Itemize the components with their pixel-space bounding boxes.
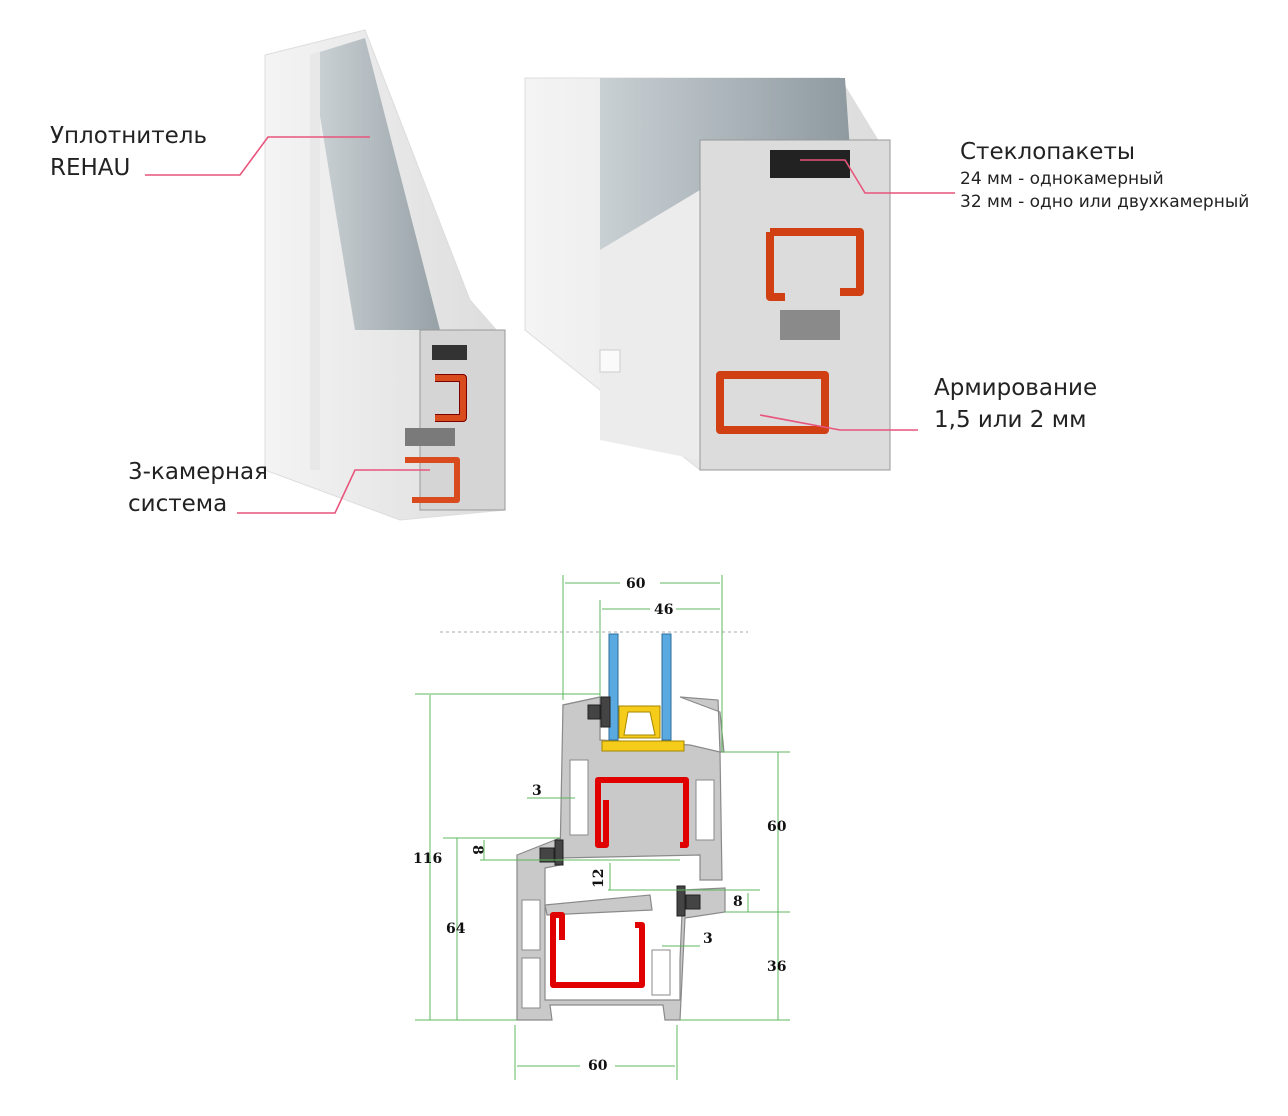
dimension-lines xyxy=(415,575,790,1080)
seal-leader xyxy=(145,136,370,176)
dim-overlap-right: 8 xyxy=(733,894,743,910)
reinforcement-callout: Армирование 1,5 или 2 мм xyxy=(934,372,1097,436)
dim-wall-right: 3 xyxy=(703,931,713,947)
seal-callout: Уплотнитель REHAU xyxy=(50,120,207,184)
dim-bottom-width: 60 xyxy=(588,1058,608,1074)
dim-total-height: 116 xyxy=(413,851,442,867)
glazing-leader xyxy=(800,159,955,194)
reinforcement-leader xyxy=(759,414,918,431)
dim-top-width: 60 xyxy=(626,576,646,592)
glazing-callout-line1: 24 мм - однокамерный xyxy=(960,169,1164,189)
chambers-leader xyxy=(237,469,430,514)
chambers-callout-line2: система xyxy=(128,491,228,517)
glazing-callout: Стеклопакеты 24 мм - однокамерный 32 мм … xyxy=(960,136,1249,214)
right-window-photo xyxy=(524,77,891,471)
dim-gap: 12 xyxy=(591,869,607,888)
seal-callout-line1: Уплотнитель xyxy=(50,123,208,149)
glazing-callout-title: Стеклопакеты xyxy=(960,139,1136,165)
dim-wall-left: 3 xyxy=(532,783,542,799)
glazing-callout-line2: 32 мм - одно или двухкамерный xyxy=(960,192,1250,212)
dim-frame-height: 64 xyxy=(446,921,466,937)
left-window-photo xyxy=(264,29,506,521)
dim-lower-height: 36 xyxy=(767,959,786,975)
chambers-callout: 3-камерная система xyxy=(128,456,268,520)
reinforcement-callout-line2: 1,5 или 2 мм xyxy=(934,407,1087,433)
dim-sash-height: 60 xyxy=(767,819,787,835)
dim-overlap-left: 8 xyxy=(469,845,485,855)
reinforcement-callout-line1: Армирование xyxy=(934,375,1098,401)
dim-glass-width: 46 xyxy=(654,602,673,618)
seal-callout-line2: REHAU xyxy=(50,155,131,181)
chambers-callout-line1: 3-камерная xyxy=(128,459,268,485)
profile-cross-section xyxy=(440,631,748,1021)
